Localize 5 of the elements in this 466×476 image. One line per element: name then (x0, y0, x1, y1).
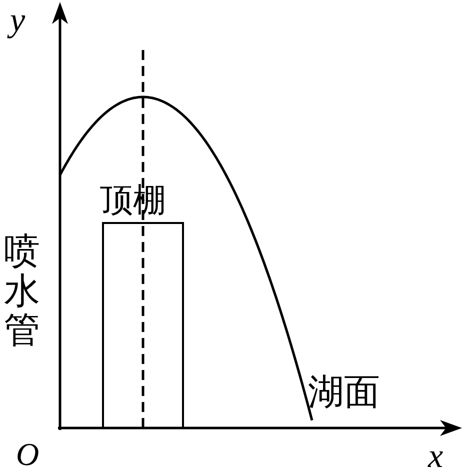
diagram-label: 湖面 (308, 374, 380, 410)
diagram-label: O (16, 438, 40, 470)
diagram-label: 喷水管 (4, 232, 40, 351)
diagram-label: x (428, 440, 444, 474)
roof-label: 顶棚 (100, 185, 166, 218)
